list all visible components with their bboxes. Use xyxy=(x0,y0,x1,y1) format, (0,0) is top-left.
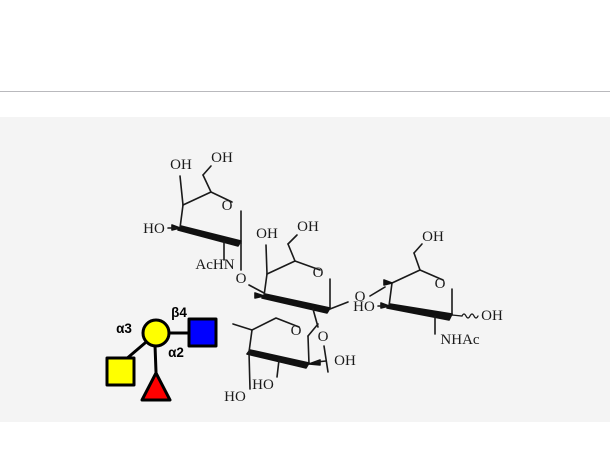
snfg-linkage-label-alpha3: α3 xyxy=(116,321,132,336)
snfg-node-gal-yellow-circle[interactable] xyxy=(141,318,171,348)
glycan-structure-drawing: O OH OH HO AcHN O xyxy=(105,150,503,405)
galnac-gal-glycosidic-bond xyxy=(248,284,265,294)
snfg-symbol-diagram: α3 β4 α2 xyxy=(105,305,218,402)
gal-glcnac-glycosidic-bond xyxy=(369,286,386,297)
galnac-c6-bond xyxy=(202,174,212,193)
gal-fuc-glycosidic-bond xyxy=(323,345,329,373)
galnac-oh-left-label: OH xyxy=(170,157,192,173)
below-divider-white-gap xyxy=(0,92,610,117)
snfg-node-fuc-red-triangle[interactable] xyxy=(140,371,172,402)
fuc-ring-right-edge xyxy=(307,335,310,365)
galnac-oh-right-label: OH xyxy=(211,150,233,166)
fuc-ring-back-left xyxy=(251,317,300,331)
galnac-ho-label: HO xyxy=(143,221,165,237)
galnac-c4-oh-bond xyxy=(179,175,184,206)
gal-c4-oh-bond xyxy=(265,244,268,275)
glcnac-oh-top-label: OH xyxy=(422,229,444,245)
gal-ring-oxygen-label: O xyxy=(313,265,324,281)
glcnac-c6-bond xyxy=(413,252,421,271)
glcnac-c4-o-wedge xyxy=(383,279,393,286)
glcnac-ring-front-bold-edge xyxy=(386,303,453,321)
gal-ring-left-edge xyxy=(263,273,268,297)
glcnac-anomeric-wavy-bond xyxy=(451,313,479,319)
fuc-c4-ho-bond xyxy=(248,351,251,390)
gal-glcnac-oxygen-label: O xyxy=(355,289,366,305)
galnac-ring-front-bold-edge xyxy=(177,225,242,247)
galnac-glycosidic-oxygen-label: O xyxy=(236,271,247,287)
fuc-c2-oh-bond xyxy=(315,360,327,363)
glcnac-ho-label: HO xyxy=(353,299,375,315)
gal-ring-front-bold-edge xyxy=(261,293,331,314)
fuc-ring-oxygen-label: O xyxy=(291,323,302,339)
glycan-structure-panel: O OH OH HO AcHN O xyxy=(0,117,610,422)
gal-fucose-oxygen-label: O xyxy=(318,329,329,345)
snfg-linkage-label-beta4: β4 xyxy=(171,305,187,320)
residue-galnac-upper-left: O OH OH HO AcHN O xyxy=(143,150,265,294)
fuc-methyl-bond xyxy=(232,323,253,331)
fuc-c1-o-bond xyxy=(307,323,319,337)
galnac-ring-oxygen-label: O xyxy=(222,198,233,214)
glcnac-anomeric-oh-label: OH xyxy=(481,308,503,324)
snfg-node-glcnac-blue-square[interactable] xyxy=(187,317,218,348)
bottom-blank-area xyxy=(0,422,610,463)
fuc-c3-ho-bond xyxy=(276,359,280,378)
glcnac-nhac-label: NHAc xyxy=(440,332,479,348)
residue-glcnac-right: O OH HO NHAc OH xyxy=(353,229,503,348)
fuc-ring-left-edge xyxy=(248,329,253,353)
residue-gal-center: O OH OH O O xyxy=(254,219,386,373)
snfg-node-galnac-yellow-square[interactable] xyxy=(105,356,136,387)
glcnac-ring-oxygen-label: O xyxy=(435,276,446,292)
gal-c6-bond xyxy=(287,243,296,262)
galnac-achn-label: AcHN xyxy=(195,257,234,273)
gal-oh-left-label: OH xyxy=(256,226,278,242)
glcnac-c6-oh-bond xyxy=(413,243,423,254)
fuc-ho-inner-label: HO xyxy=(252,377,274,393)
snfg-link-gal-fuc xyxy=(153,343,158,374)
fuc-oh-right-label: OH xyxy=(334,353,356,369)
top-blank-area xyxy=(0,0,610,91)
residue-fuc-bottom: O OH HO HO xyxy=(224,317,356,405)
horizontal-divider xyxy=(0,91,610,92)
fuc-ho-outer-label: HO xyxy=(224,389,246,405)
fuc-ring-front-bold-edge xyxy=(246,349,310,369)
gal-c6-oh-bond xyxy=(287,234,298,245)
snfg-linkage-label-alpha2: α2 xyxy=(168,345,184,360)
glcnac-ring-left-edge xyxy=(388,282,393,307)
gal-c3-o-wedge xyxy=(254,292,265,299)
galnac-c6-oh-bond xyxy=(202,165,212,176)
gal-c1-o-bond xyxy=(329,301,349,310)
galnac-ring-left-edge xyxy=(179,204,184,229)
gal-oh-right-label: OH xyxy=(297,219,319,235)
